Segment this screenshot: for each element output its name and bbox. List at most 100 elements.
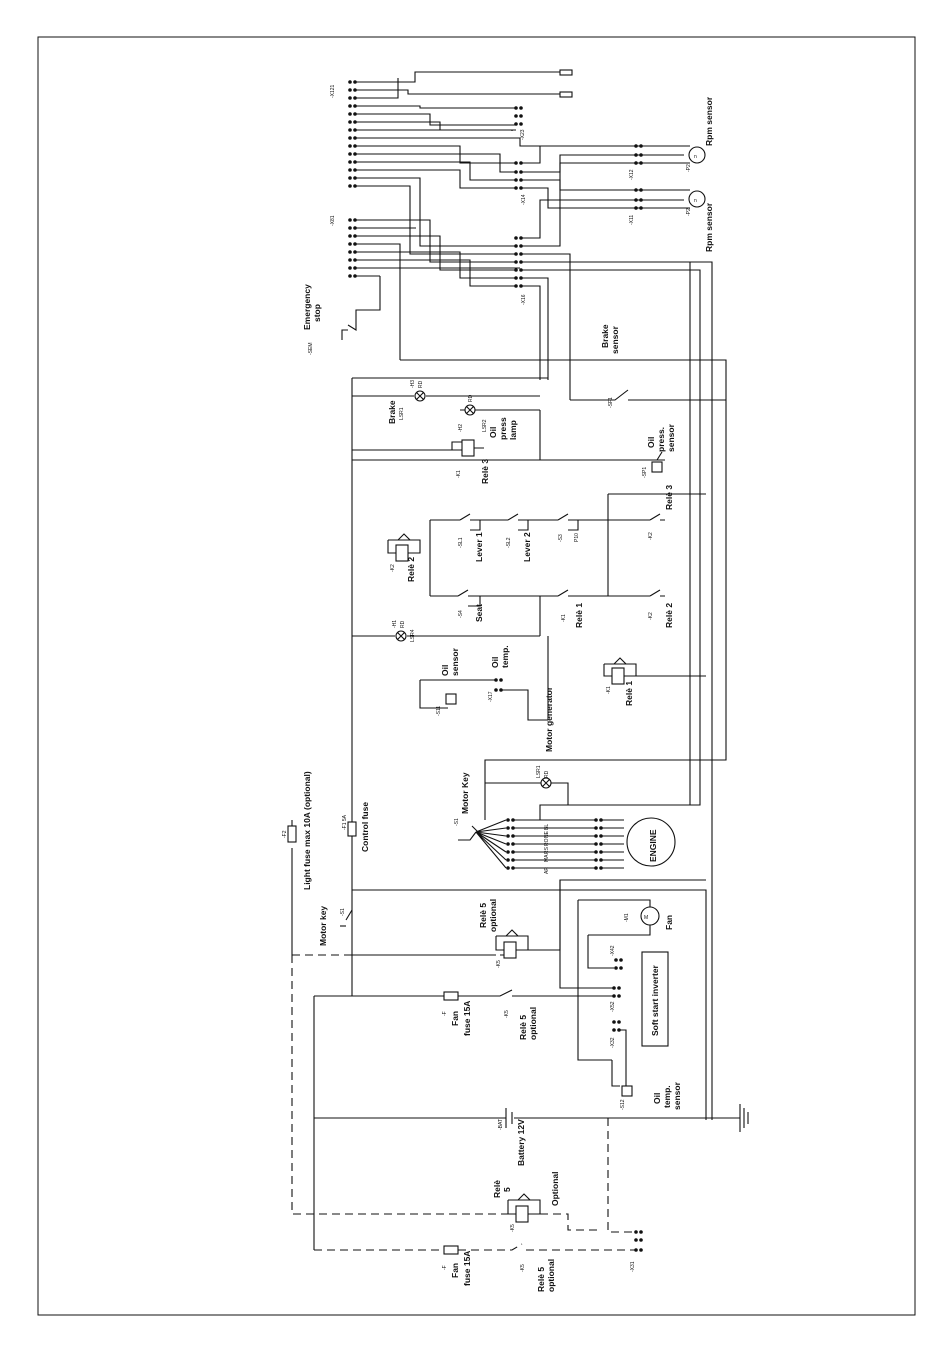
s3-switch: [557, 513, 579, 531]
engine-symbol: [626, 817, 676, 867]
emergency-stop-label: Emergency: [302, 284, 312, 330]
fan-fuse-upper: [443, 991, 459, 1001]
light-fuse-f2: [287, 825, 297, 843]
relay-5-coil-lower: [507, 1193, 541, 1223]
light-fuse-text: Light fuse max 10A (optional): [302, 771, 312, 890]
f15a-label: -F1 5A: [342, 814, 348, 830]
sf1-label: -SF1: [608, 397, 614, 408]
k5-label-upper: -K5: [496, 960, 502, 968]
relay-5-optional-upper-2: optional: [488, 899, 498, 932]
stop-label: stop: [312, 304, 322, 322]
relay-5-optional-mid-2: optional: [528, 1007, 538, 1040]
relay-5-lower-text-2: 5: [502, 1187, 512, 1192]
oil-temp-text-1: Oil: [490, 657, 500, 668]
x12-label: -X12: [629, 169, 635, 180]
oil-sensor-text-2: sensor: [450, 647, 460, 676]
brake-switch: [570, 389, 726, 401]
seat-switch: [457, 589, 481, 607]
x23-label: -X23: [520, 129, 526, 140]
motor-key-text-1: Motor Key: [460, 772, 470, 814]
h3-label: -H3: [410, 380, 416, 388]
x14-terminal-block: [514, 161, 523, 190]
x17-label: -X17: [488, 691, 494, 702]
x81-label: -X81: [330, 215, 336, 226]
wire-code-ro: RO: [544, 838, 550, 846]
dashed-link-mid: [540, 1213, 602, 1231]
battery-line: [314, 1108, 740, 1128]
k2-contact-label: -K2: [648, 532, 654, 540]
x23-terminals: [514, 106, 523, 126]
soft-start-inverter-box: [641, 951, 669, 1047]
oil-press-lamp-text-1: Oil: [488, 427, 498, 438]
fan-fuse-lower-text-1: Fan: [450, 1263, 460, 1278]
x23-connector: [559, 69, 573, 98]
sp1-label: -SP1: [642, 467, 648, 478]
k1-relay3-label: -K1: [456, 470, 462, 478]
f-label-lower: -F: [442, 1265, 448, 1270]
x12-terminal-block: [634, 144, 643, 165]
brake-sensor-label: Brake: [600, 324, 610, 348]
x16-terminal-block: [514, 236, 523, 288]
main-bus: [351, 377, 706, 996]
motor-generator-lamp: [485, 777, 569, 805]
x42-terminal: [614, 958, 623, 970]
s11-label: -S11: [436, 706, 442, 716]
fan-wiring: [559, 880, 651, 1061]
oil-temp-sensor-lower: [611, 1029, 627, 1090]
rd-label-3: RD: [400, 620, 406, 628]
right-harness-wires: [400, 146, 727, 1120]
relay-5-coil-upper: [495, 879, 706, 959]
rd-label-2: RD: [468, 394, 474, 402]
oil-temp-text-2: temp.: [500, 645, 510, 668]
x11-terminal-block: [634, 188, 643, 210]
oil-temp-sensor-text-3: sensor: [672, 1081, 682, 1110]
oil-press-sensor-text-2: press.: [656, 427, 666, 452]
relay-5-optional-mid-1: Relè 5: [518, 1015, 528, 1040]
relay-5-lower-text-1: Relè: [492, 1180, 502, 1198]
x81-terminal-block: [348, 218, 357, 278]
oil-press-lamp-h2: [464, 404, 476, 416]
lsr4-label: LSR4: [410, 629, 416, 642]
relay-2-coil: [387, 533, 421, 562]
x31-label: -X31: [630, 1261, 636, 1272]
f2-label: -F2: [282, 830, 288, 838]
svg-text:n: n: [694, 198, 697, 204]
fan-fuse-upper-text-2: fuse 15A: [462, 1001, 472, 1036]
rpm-sensor-p2-lower: n: [688, 190, 706, 208]
emergency-stop-switch: [341, 276, 381, 340]
oil-press-sensor: [651, 451, 663, 473]
oil-press-lamp-text-3: lamp: [508, 420, 518, 440]
lsr2-label: LSR2: [482, 419, 488, 432]
dashed-link-lower-2: [458, 1243, 636, 1251]
s12-label: -S12: [620, 1099, 626, 1110]
dashed-link-left: [291, 955, 516, 1215]
lamp-h1: [395, 630, 407, 642]
lever-1-text: Lever 1: [474, 532, 484, 562]
s3-label: -S3: [558, 534, 564, 542]
wire-code-rs: RS: [544, 846, 550, 854]
top-harness-wires: [355, 71, 640, 360]
k5-contact-label-lower: -K5: [520, 1264, 526, 1272]
svg-text:n: n: [694, 154, 697, 160]
s12-sensor: [621, 1085, 633, 1097]
x31-terminal: [634, 1230, 643, 1252]
seat-text: Seat: [474, 604, 484, 622]
f-label-upper: -F: [442, 1011, 448, 1016]
svg-text:M: M: [644, 915, 648, 921]
s1-label-top: -S1: [454, 818, 460, 826]
lsr1-label-top: LSR1: [399, 407, 405, 420]
motor-key-text-2: Motor key: [318, 906, 328, 946]
engine-wire-codes: BL NE RO RS MA AR: [544, 824, 550, 874]
rd-label-4: RD: [544, 770, 550, 778]
drawing-frame: [37, 36, 916, 1316]
control-fuse: [347, 821, 357, 837]
rpm-sensor-lower-text: Rpm sensor: [704, 202, 714, 252]
fan-motor: M: [640, 906, 660, 926]
s11-sensor: [445, 693, 457, 705]
rpm-sensor-p2-upper: n: [688, 146, 706, 164]
x14-label: -X14: [521, 194, 527, 205]
x52-terminal: [612, 986, 621, 998]
x52-label: -X52: [610, 1001, 616, 1012]
motor-key-switch: [458, 819, 507, 869]
wire-code-nr: NE: [544, 830, 550, 838]
